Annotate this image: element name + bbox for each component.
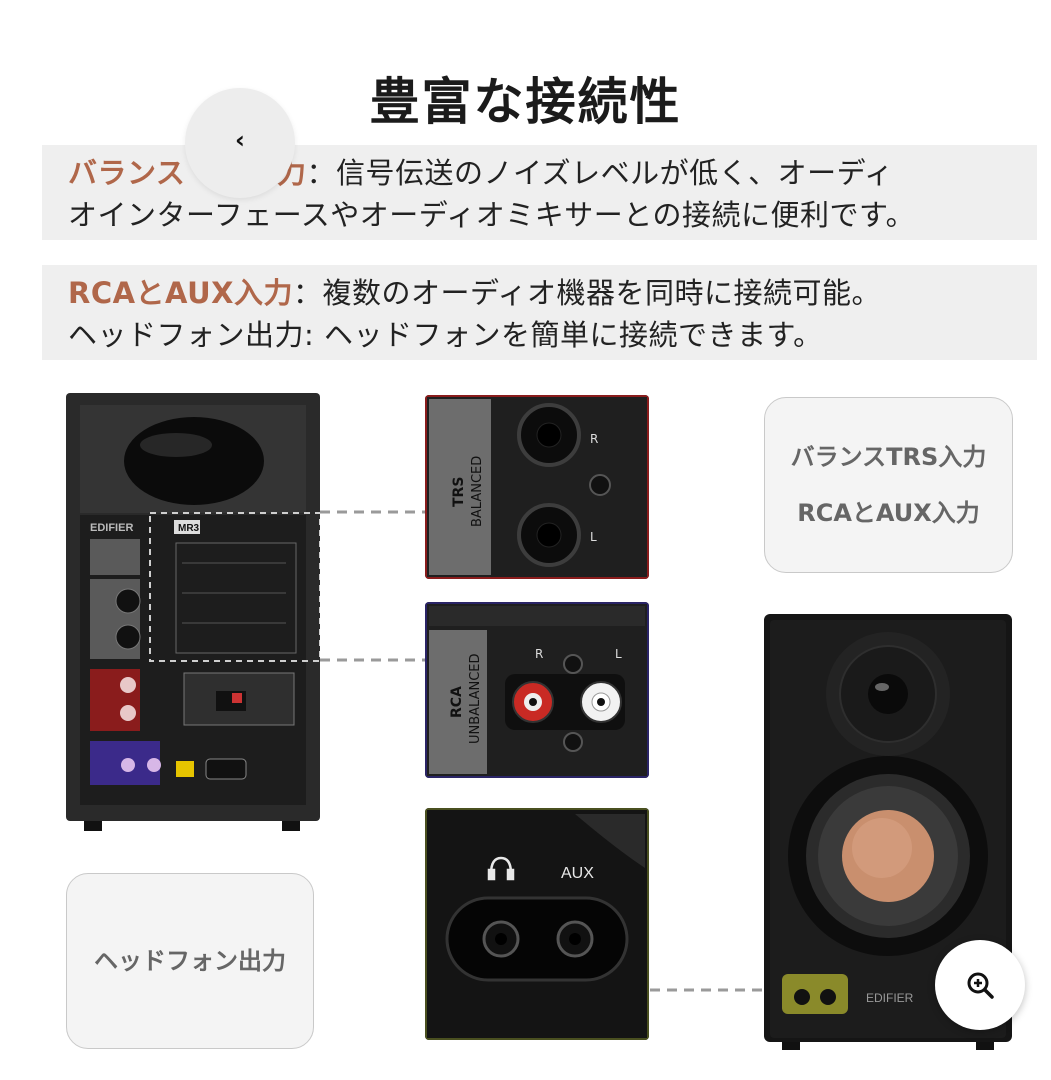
feature-highlight-balanced: バランス	[68, 156, 186, 190]
rca-label: RCA	[449, 686, 465, 718]
speaker-rear-image: EDIFIER MR3	[66, 393, 320, 831]
speaker-model-label: MR3	[178, 523, 200, 534]
input-types-card: バランスTRS入力 RCAとAUX入力	[764, 397, 1013, 573]
card-label-rca-aux: RCAとAUX入力	[797, 499, 980, 527]
headphone-output-card: ヘッドフォン出力	[66, 873, 314, 1049]
feature-highlight-rca: RCAとAUX入力	[68, 276, 294, 310]
trs-balanced-panel: TRS BALANCED R L	[425, 395, 649, 579]
rca-r-label: R	[535, 647, 543, 661]
feature-text: ：信号伝送のノイズレベルが低く、オーディ	[306, 156, 894, 190]
trs-l-label: L	[590, 530, 597, 544]
feature-line-4: ヘッドフォン出力: ヘッドフォンを簡単に接続できます。	[68, 318, 823, 352]
card-label-trs: バランスTRS入力	[790, 443, 987, 471]
zoom-button[interactable]	[935, 940, 1025, 1030]
back-button[interactable]: ‹	[185, 88, 295, 198]
trs-balanced-label: BALANCED	[470, 456, 485, 527]
speaker-front-image: EDIFIER	[764, 614, 1012, 1050]
feature-line-1: バランス.力：信号伝送のノイズレベルが低く、オーディ	[42, 145, 1037, 201]
rca-l-label: L	[615, 647, 622, 661]
rca-unbalanced-label: UNBALANCED	[468, 653, 483, 744]
zoom-in-icon	[967, 972, 994, 999]
card-label-headphone: ヘッドフォン出力	[94, 947, 286, 975]
front-brand-label: EDIFIER	[866, 991, 914, 1005]
aux-headphone-panel: AUX	[425, 808, 649, 1040]
chevron-left-icon: ‹	[235, 126, 245, 154]
feature-text: ：複数のオーディオ機器を同時に接続可能。	[293, 276, 882, 310]
headphone-icon	[487, 856, 515, 881]
page-title: 豊富な接続性	[369, 73, 682, 131]
feature-line-3: RCAとAUX入力：複数のオーディオ機器を同時に接続可能。	[42, 265, 1037, 321]
trs-r-label: R	[590, 432, 598, 446]
feature-line-2: オインターフェースやオーディオミキサーとの接続に便利です。	[68, 198, 916, 232]
aux-label: AUX	[561, 865, 594, 882]
trs-label: TRS	[451, 477, 467, 507]
feature-box-rca: RCAとAUX入力：複数のオーディオ機器を同時に接続可能。 ヘッドフォン出力: …	[42, 265, 1037, 360]
speaker-brand-label: EDIFIER	[90, 522, 133, 534]
rca-unbalanced-panel: RCA UNBALANCED R L	[425, 602, 649, 778]
